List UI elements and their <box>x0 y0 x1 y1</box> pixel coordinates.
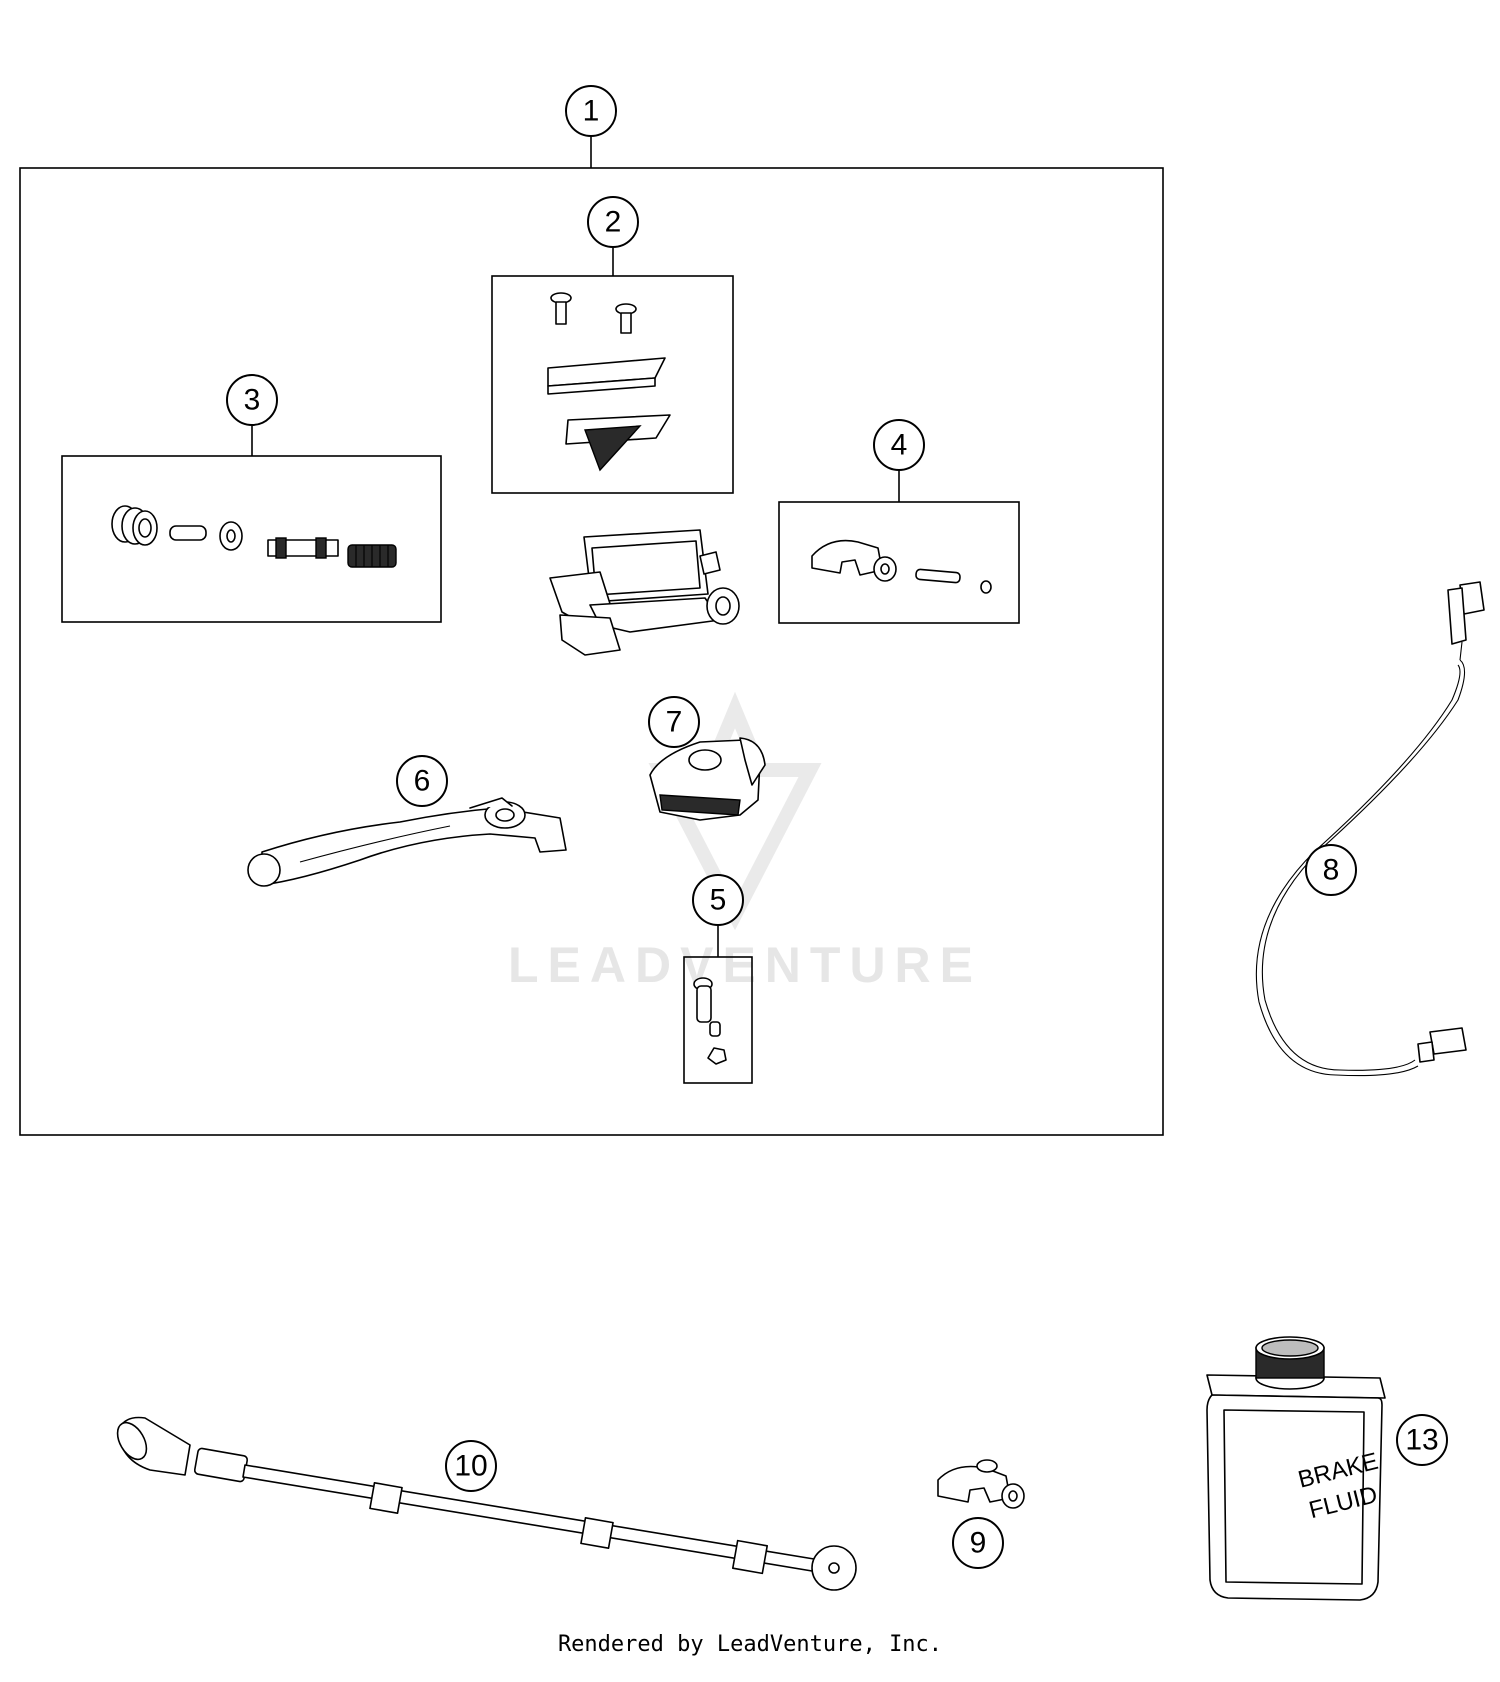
screw-right <box>615 303 637 334</box>
callout-6: 6 <box>396 755 448 807</box>
callout-1: 1 <box>565 85 617 137</box>
callout-label: 4 <box>891 429 908 462</box>
watermark-text: LEADVENTURE <box>508 937 982 993</box>
dust-boot <box>111 505 158 546</box>
callout-8: 8 <box>1305 844 1357 896</box>
brake-lever <box>247 797 567 887</box>
callout-label: 8 <box>1323 854 1340 887</box>
push-rod <box>169 525 207 541</box>
brake-fluid-bottle: BRAKE FLUID <box>1206 1336 1386 1601</box>
callout-7: 7 <box>648 696 700 748</box>
callout-label: 9 <box>970 1527 987 1560</box>
reservoir-diaphragm <box>565 414 671 472</box>
screw-left <box>550 292 572 325</box>
callout-5: 5 <box>692 874 744 926</box>
clamp-pin <box>915 568 961 584</box>
callout-label: 3 <box>244 384 261 417</box>
spring <box>347 544 397 568</box>
callout-label: 1 <box>583 95 600 128</box>
callout-label: 10 <box>454 1450 487 1483</box>
brake-hose <box>116 1416 857 1591</box>
piston <box>267 537 339 559</box>
piston-kit-parts <box>111 505 397 568</box>
pivot-bolt <box>693 977 727 1065</box>
pivot-nut <box>707 1047 727 1065</box>
callout-10: 10 <box>445 1440 497 1492</box>
washer <box>219 521 243 551</box>
reservoir-cap <box>547 357 666 395</box>
clamp <box>811 539 883 576</box>
callout-4: 4 <box>873 419 925 471</box>
callout-3: 3 <box>226 374 278 426</box>
callout-label: 13 <box>1405 1424 1438 1457</box>
master-cylinder-body <box>549 529 740 656</box>
footer-credit: Rendered by LeadVenture, Inc. <box>557 1632 943 1657</box>
callout-9: 9 <box>952 1517 1004 1569</box>
callout-2: 2 <box>587 196 639 248</box>
lever-adjuster <box>649 737 766 821</box>
clamp-kit-parts <box>811 539 992 594</box>
callout-label: 2 <box>605 206 622 239</box>
clamp-washer <box>980 580 992 594</box>
callout-13: 13 <box>1396 1414 1448 1466</box>
brake-switch-wire <box>1255 581 1485 1077</box>
callout-label: 7 <box>666 706 683 739</box>
callout-label: 6 <box>414 765 431 798</box>
reservoir-cover-parts <box>547 292 671 472</box>
callout-label: 5 <box>710 884 727 917</box>
handlebar-clamp <box>937 1459 1025 1509</box>
